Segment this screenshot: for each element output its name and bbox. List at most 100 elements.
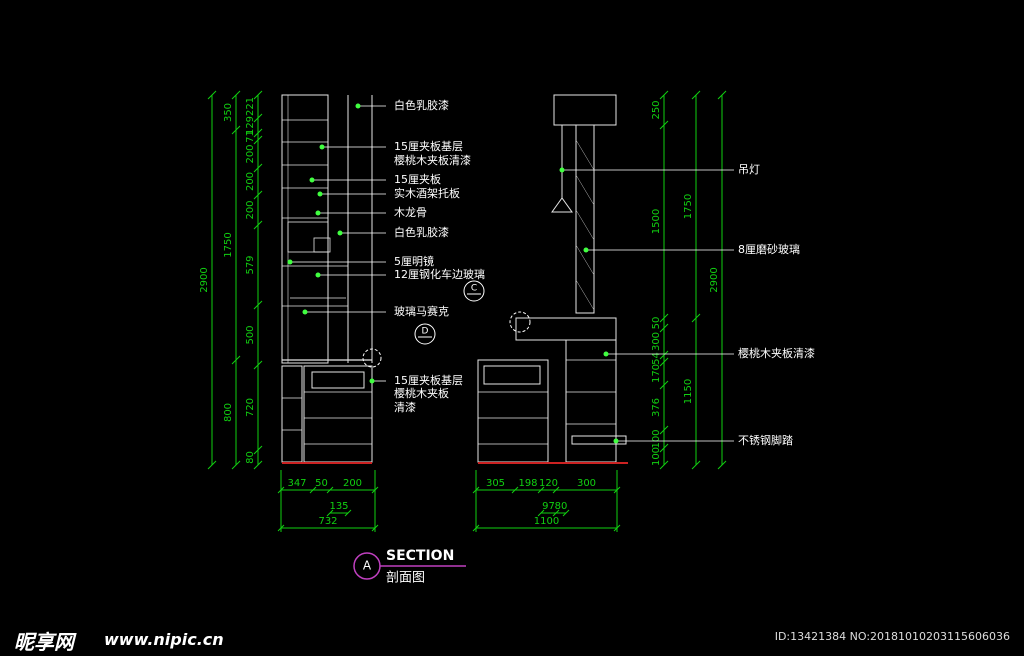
- dim-label: 221: [245, 97, 256, 116]
- dim-tick: [659, 357, 669, 367]
- leader-dot: [355, 103, 361, 109]
- dim-tick: [659, 90, 669, 100]
- dim-tick: [231, 125, 241, 135]
- dim-label: 200: [245, 172, 256, 191]
- callout-label: 樱桃木夹板: [394, 386, 449, 400]
- dim-tick: [207, 90, 217, 100]
- marker-letter: C: [471, 284, 477, 294]
- dim-label: 97: [542, 501, 555, 512]
- dim-label: 200: [343, 478, 362, 489]
- dim-tick: [511, 486, 519, 494]
- callouts: 白色乳胶漆15厘夹板基层樱桃木夹板清漆15厘夹板实木酒架托板木龙骨白色乳胶漆5厘…: [287, 98, 815, 447]
- leader-dot: [337, 230, 343, 236]
- dim-tick: [253, 128, 263, 138]
- dim-tick: [537, 509, 545, 517]
- callout-label: 樱桃木夹板清漆: [738, 346, 815, 360]
- dim-label: 200: [245, 144, 256, 163]
- leader-dot: [613, 438, 619, 444]
- dim-label: 720: [245, 398, 256, 417]
- dim-label: 54: [651, 352, 662, 365]
- marker-circle: [414, 323, 436, 345]
- dim-label: 135: [329, 501, 348, 512]
- dim-tick: [253, 135, 263, 145]
- callout-label: 白色乳胶漆: [394, 98, 449, 112]
- marker-letter: D: [422, 327, 429, 337]
- left-drawer: [311, 371, 365, 389]
- callout-label: 不锈钢脚踏: [738, 433, 793, 447]
- callout-label: 实木酒架托板: [394, 186, 460, 200]
- leader-dot: [603, 351, 609, 357]
- dim-label: 170: [651, 364, 662, 383]
- detail-cloud: [362, 348, 382, 368]
- dim-tick: [552, 509, 560, 517]
- dim-label: 50: [651, 317, 662, 330]
- dim-tick: [231, 90, 241, 100]
- dim-label: 579: [245, 255, 256, 274]
- callout-label: 清漆: [394, 401, 416, 414]
- dim-tick: [659, 120, 669, 130]
- detail-cloud: [509, 311, 531, 333]
- glass-hatch: [575, 139, 595, 311]
- dim-label: 350: [223, 103, 234, 122]
- callout-label: 8厘磨砂玻璃: [738, 242, 800, 256]
- dim-label: 2900: [199, 267, 210, 292]
- section-letter: A: [363, 559, 372, 573]
- leader-dot: [369, 378, 375, 384]
- dim-tick: [253, 113, 263, 123]
- section-title: SECTION: [386, 548, 454, 564]
- dim-label: 347: [287, 478, 306, 489]
- dim-label: 2900: [709, 267, 720, 292]
- dim-label: 100: [651, 447, 662, 466]
- dim-tick: [207, 460, 217, 470]
- dim-tick: [552, 486, 560, 494]
- dim-label: 1500: [651, 209, 662, 234]
- dim-tick: [309, 486, 317, 494]
- dim-tick: [344, 509, 352, 517]
- dim-label: 120: [539, 478, 558, 489]
- dim-label: 1750: [223, 232, 234, 257]
- bar-rails: [566, 359, 616, 425]
- dim-tick: [691, 460, 701, 470]
- marker-circle: [463, 280, 485, 302]
- dim-label: 376: [651, 398, 662, 417]
- dimension-lines: 2900350175080022112971200200200579500720…: [199, 90, 727, 532]
- dim-label: 1750: [683, 194, 694, 219]
- dim-tick: [253, 163, 263, 173]
- leader-dot: [315, 272, 321, 278]
- dim-tick: [231, 460, 241, 470]
- dim-tick: [253, 190, 263, 200]
- dim-label: 71: [245, 130, 256, 143]
- leader-dot: [302, 309, 308, 315]
- callout-label: 吊灯: [738, 163, 760, 176]
- leader-dot: [287, 259, 293, 265]
- left-shelves: [282, 119, 348, 307]
- callout-label: 木龙骨: [394, 206, 427, 219]
- dim-tick: [717, 460, 727, 470]
- pendant-shade: [551, 197, 573, 213]
- leader-dot: [319, 144, 325, 150]
- dim-tick: [253, 90, 263, 100]
- bar-top: [515, 317, 617, 341]
- dim-tick: [537, 486, 545, 494]
- left-lower-cabinet: [303, 365, 373, 463]
- dim-tick: [562, 509, 570, 517]
- dim-label: 800: [223, 403, 234, 422]
- dim-label: 1100: [534, 516, 559, 527]
- dim-label: 100: [651, 429, 662, 448]
- callout-label: 樱桃木夹板清漆: [394, 153, 471, 167]
- dim-tick: [659, 460, 669, 470]
- callout-label: 白色乳胶漆: [394, 225, 449, 239]
- leader-dot: [583, 247, 589, 253]
- dim-label: 198: [518, 478, 537, 489]
- watermark-id: ID:13421384 NO:20181010203115606036: [774, 630, 1010, 643]
- dim-label: 50: [315, 478, 328, 489]
- dim-tick: [253, 460, 263, 470]
- dim-tick: [326, 509, 334, 517]
- callout-label: 15厘夹板基层: [394, 373, 463, 387]
- dim-tick: [253, 445, 263, 455]
- pendant-lamp-box: [553, 94, 617, 126]
- leader-dot: [315, 210, 321, 216]
- watermark-logo: 昵享网: [14, 630, 74, 654]
